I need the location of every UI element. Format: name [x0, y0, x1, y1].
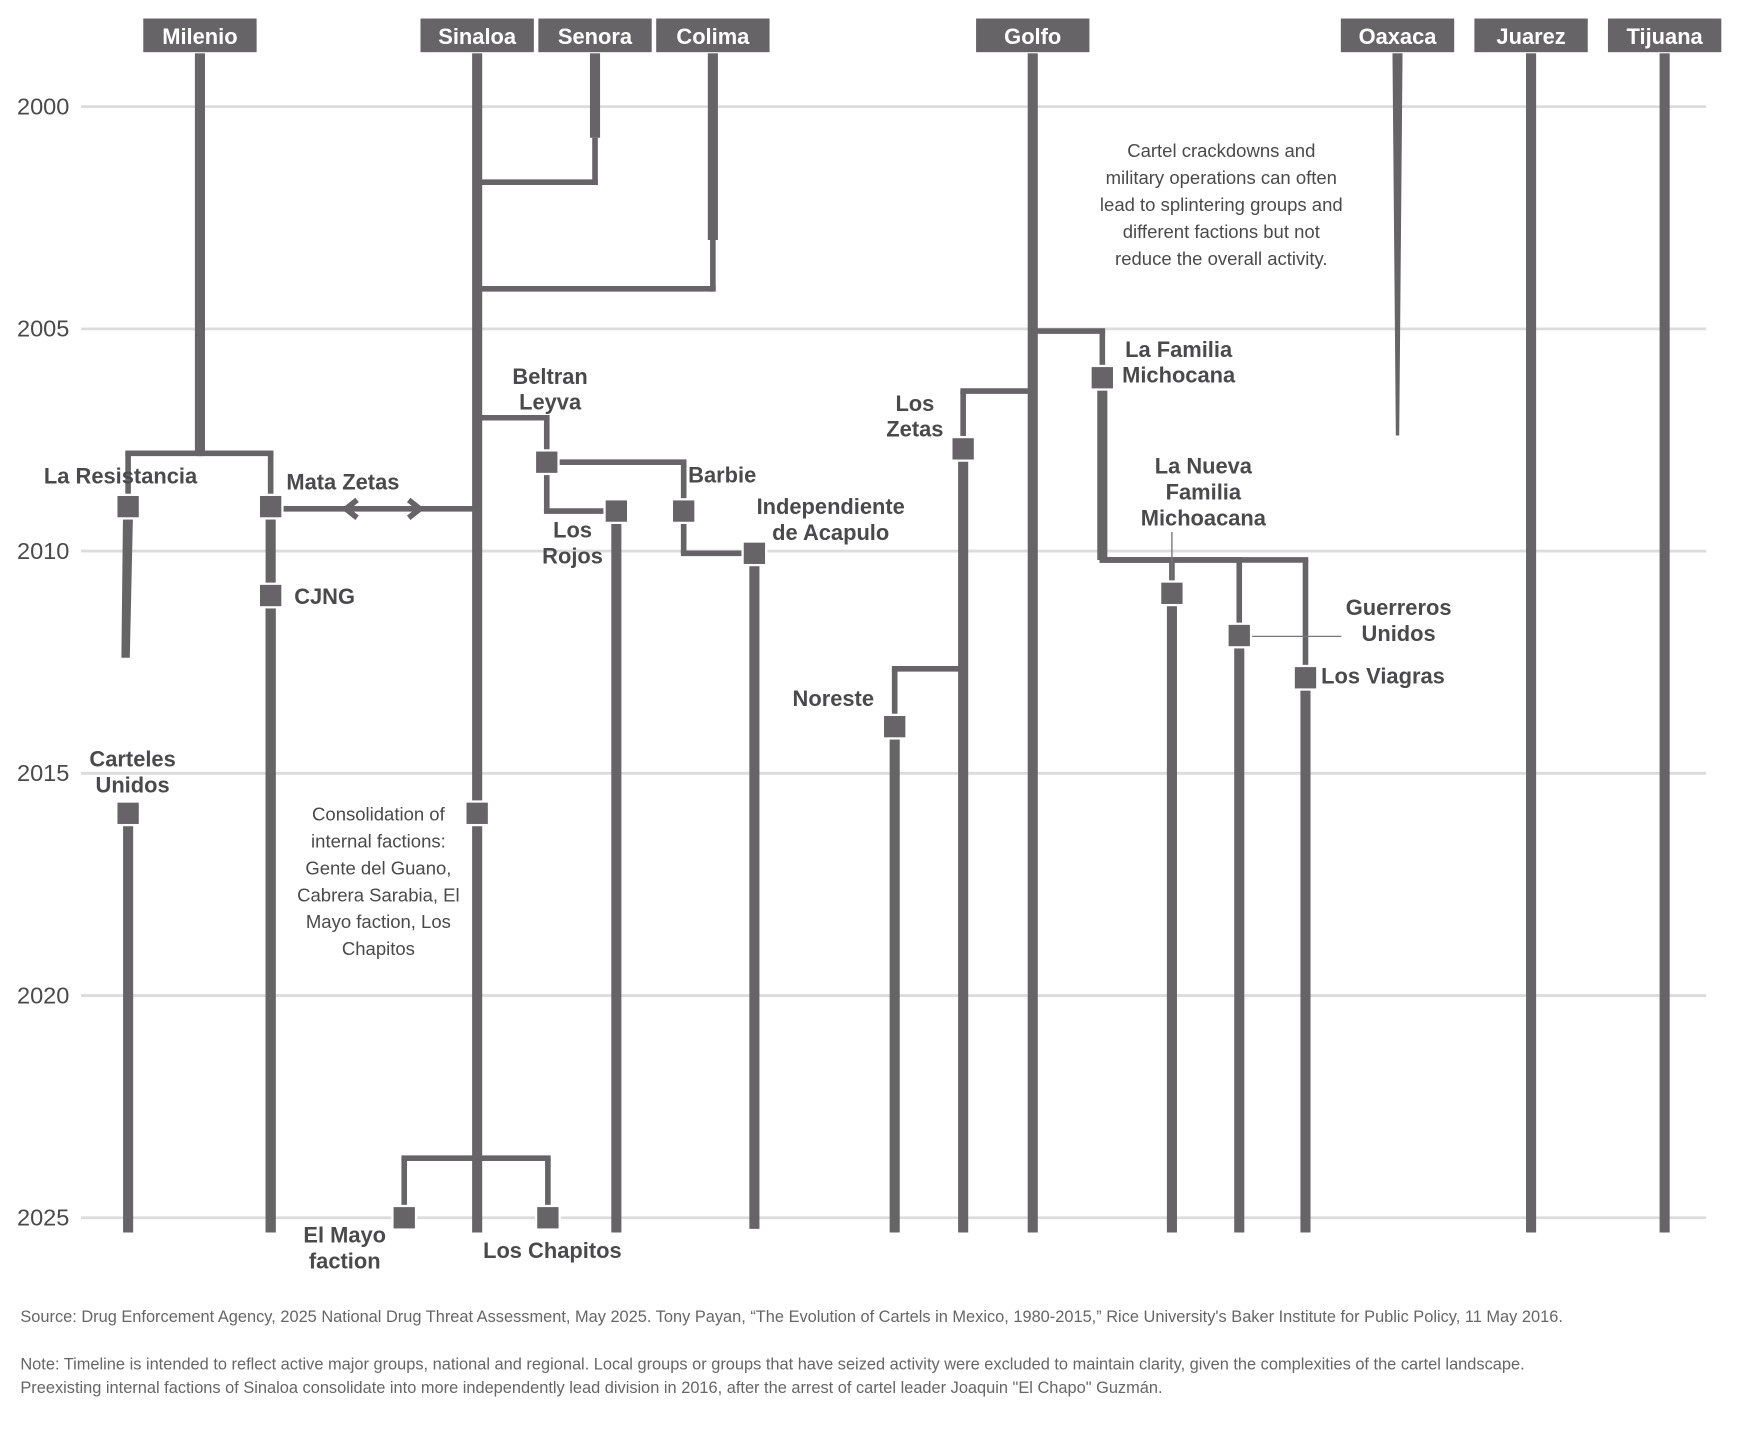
faction-marker-beltran_leyva	[533, 449, 560, 476]
faction-label-mata_zetas: Mata Zetas	[286, 469, 399, 494]
labels: Milenio Sinaloa Senora Colima Golfo Oaxaca Jua…	[44, 24, 1704, 1274]
cartel-header-juarez: Juarez	[1496, 24, 1565, 49]
consolidation-note-line: Gente del Guano,	[305, 857, 451, 878]
note-line: Preexisting internal factions of Sinaloa…	[20, 1379, 1162, 1397]
cartel-header-box	[655, 17, 771, 54]
faction-markers	[115, 17, 1723, 1231]
faction-label-el_mayo: faction	[309, 1248, 381, 1273]
faction-marker-noreste	[881, 713, 908, 740]
faction-label-los_viagras: Los Viagras	[1321, 664, 1445, 689]
faction-label-nueva_familia: Michoacana	[1141, 505, 1267, 530]
consolidation-note-line: Chapitos	[342, 938, 415, 959]
faction-marker-los_rojos	[603, 498, 630, 524]
year-tick-label: 2025	[17, 1205, 69, 1231]
faction-label-los_rojos: Los	[553, 518, 592, 543]
faction-label-noreste: Noreste	[793, 686, 874, 711]
faction-marker-barbie	[670, 498, 697, 524]
faction-line-tapered	[121, 506, 134, 658]
consolidation-note-line: Consolidation of	[312, 803, 446, 824]
cartel-header-golfo: Golfo	[1004, 24, 1061, 49]
consolidation-note-line: internal factions:	[311, 830, 446, 851]
cartel-header-oaxaca: Oaxaca	[1359, 24, 1438, 49]
faction-label-beltran_leyva: Beltran	[512, 364, 587, 389]
year-tick-label: 2005	[17, 316, 69, 342]
faction-label-la_familia: Michocana	[1122, 363, 1236, 388]
faction-label-los_zetas: Los	[895, 391, 934, 416]
note-line: Note: Timeline is intended to reflect ac…	[20, 1355, 1524, 1373]
cartel-lines	[121, 52, 1670, 1233]
faction-label-el_mayo: El Mayo	[303, 1222, 386, 1247]
faction-marker-el_mayo	[391, 1204, 418, 1231]
faction-marker-los_viagras	[1292, 664, 1319, 691]
crackdown-note-line: military operations can often	[1106, 167, 1337, 188]
faction-label-carteles_unidos: Unidos	[96, 772, 170, 797]
footer: Source: Drug Enforcement Agency, 2025 Na…	[20, 1308, 1563, 1397]
arrow-right-icon	[406, 497, 425, 521]
cartel-header-box	[1339, 17, 1456, 54]
cartel-header-box	[419, 17, 535, 54]
cartel-header-senora: Senora	[558, 24, 633, 49]
cartel-header-box	[537, 17, 653, 54]
cartel-header-sinaloa: Sinaloa	[438, 24, 517, 49]
year-tick-label: 2020	[17, 982, 69, 1008]
faction-label-independiente: de Acapulo	[772, 520, 889, 545]
crackdown-note-line: different factions but not	[1123, 221, 1320, 242]
faction-marker-guerreros	[1226, 622, 1253, 649]
faction-label-beltran_leyva: Leyva	[519, 390, 582, 415]
source-text: Source: Drug Enforcement Agency, 2025 Na…	[20, 1308, 1563, 1326]
cartel-header-box	[1473, 17, 1589, 54]
faction-marker-nueva_familia	[1159, 580, 1185, 607]
year-tick-label: 2000	[17, 93, 69, 119]
cartel-line-tapered	[1392, 52, 1403, 436]
crackdown-note-line: reduce the overall activity.	[1115, 248, 1328, 269]
faction-label-la_resistancia: La Resistancia	[44, 464, 198, 489]
faction-label-carteles_unidos: Carteles	[89, 747, 175, 772]
faction-label-independiente: Independiente	[757, 494, 905, 519]
faction-label-cjng: CJNG	[294, 584, 355, 609]
faction-label-la_familia: La Familia	[1125, 337, 1233, 362]
faction-marker-cjng	[257, 582, 284, 609]
cartel-header-milenio: Milenio	[162, 24, 237, 49]
arrow-left-icon	[341, 497, 359, 521]
faction-label-los_chapitos: Los Chapitos	[483, 1238, 622, 1263]
year-tick-label: 2015	[17, 760, 69, 786]
faction-label-los_rojos: Rojos	[542, 543, 603, 568]
faction-marker-independiente	[741, 540, 768, 567]
crackdown-note-line: Cartel crackdowns and	[1127, 140, 1315, 161]
cartel-header-box	[974, 17, 1091, 54]
crackdown-note-line: lead to splintering groups and	[1100, 194, 1343, 215]
faction-label-guerreros: Unidos	[1362, 621, 1436, 646]
faction-marker-los_zetas	[950, 435, 977, 462]
faction-marker-mata_zetas	[257, 493, 284, 520]
cartel-header-tijuana: Tijuana	[1627, 24, 1704, 49]
consolidation-note-line: Mayo faction, Los	[306, 911, 451, 932]
cartel-header-box	[142, 17, 258, 54]
consolidation-note-line: Cabrera Sarabia, El	[297, 884, 459, 905]
cartel-header-box	[1606, 17, 1723, 54]
faction-marker-carteles_unidos	[115, 800, 142, 827]
faction-marker-los_chapitos	[534, 1204, 561, 1231]
faction-label-barbie: Barbie	[688, 463, 756, 488]
year-tick-label: 2010	[17, 538, 69, 564]
faction-label-los_zetas: Zetas	[886, 417, 943, 442]
faction-label-nueva_familia: Familia	[1166, 479, 1242, 504]
faction-label-guerreros: Guerreros	[1346, 595, 1452, 620]
cartel-header-colima: Colima	[676, 24, 750, 49]
faction-label-nueva_familia: La Nueva	[1155, 454, 1253, 479]
faction-marker-la_resistancia	[115, 493, 142, 520]
faction-marker-la_familia	[1089, 364, 1116, 391]
consolidation-marker	[464, 800, 491, 827]
